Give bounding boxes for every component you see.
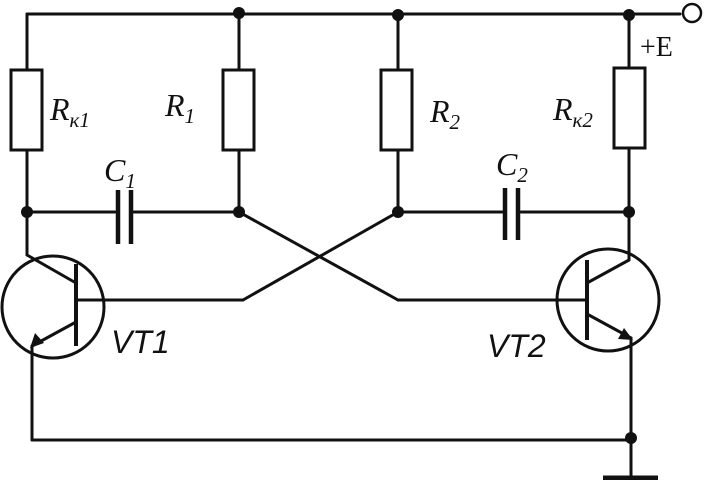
power-label: +E — [640, 32, 673, 63]
transistor-vt2 — [555, 210, 661, 353]
power-terminal — [681, 2, 703, 24]
transistor-vt1 — [0, 210, 106, 360]
resistor-r2 — [379, 68, 414, 152]
ground-rail — [30, 336, 658, 480]
cross-coupling — [74, 210, 559, 302]
resistor-rk2 — [612, 66, 647, 150]
label-vt2: VT2 — [487, 328, 546, 364]
label-vt1: VT1 — [111, 324, 170, 360]
supply-rail — [25, 2, 703, 24]
capacitor-c1 — [25, 190, 241, 244]
label-c2: C2 — [496, 146, 528, 187]
label-c1: C1 — [104, 152, 136, 193]
capacitor-c2 — [396, 188, 631, 240]
resistor-r1 — [221, 68, 256, 152]
label-r2: R2 — [429, 93, 461, 134]
resistor-rk1 — [9, 68, 44, 152]
label-r1: R1 — [164, 87, 195, 128]
label-rk2: Rк2 — [552, 91, 593, 132]
label-rk1: Rк1 — [49, 91, 90, 132]
